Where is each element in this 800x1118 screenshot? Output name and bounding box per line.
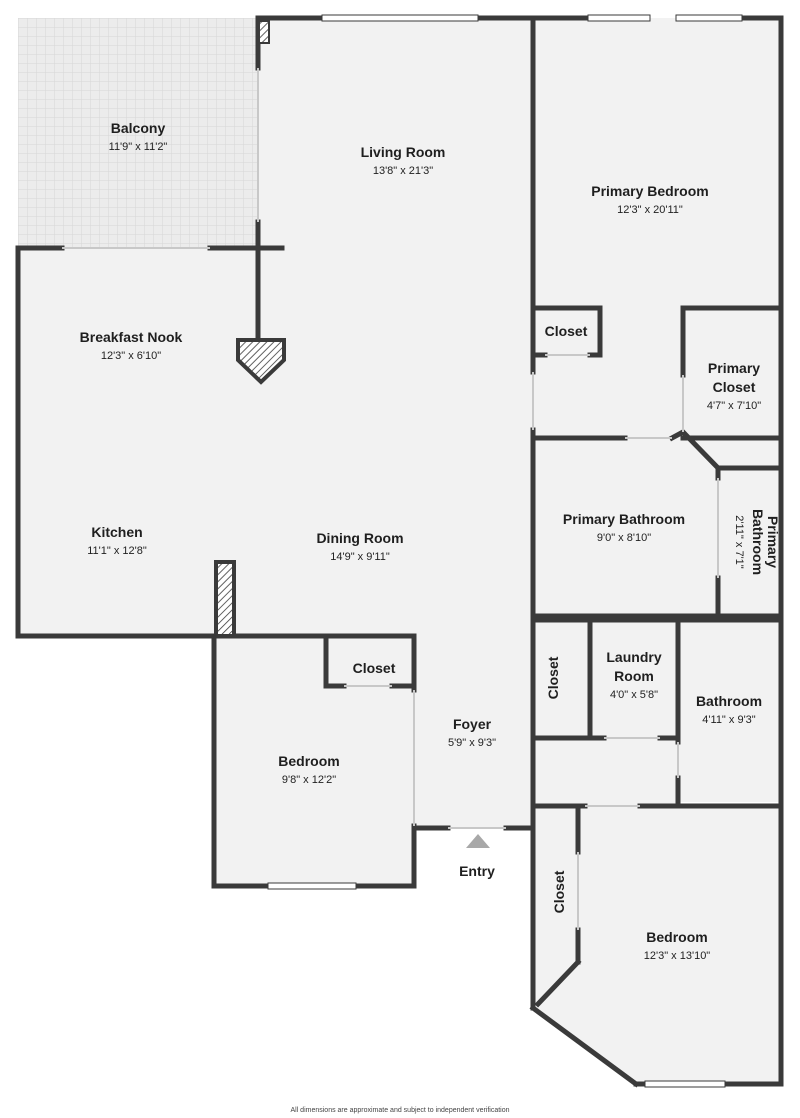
primary-closet-dims: 4'7" x 7'10" <box>707 400 761 412</box>
dining-room-dims: 14'9" x 9'11" <box>330 551 390 563</box>
primary-closet-name-1: Primary <box>708 360 760 376</box>
closet-laundry-side-name: Closet <box>545 656 561 699</box>
entry-arrow-icon <box>466 834 490 848</box>
primary-closet-name-2: Closet <box>713 379 756 395</box>
column-hatched <box>214 560 236 638</box>
door-openings <box>62 68 719 930</box>
living-room-name: Living Room <box>361 144 446 160</box>
primary-bathroom-dims: 9'0" x 8'10" <box>597 532 651 544</box>
laundry-room-name-2: Room <box>614 668 654 684</box>
corner-post <box>258 20 270 44</box>
kitchen-dims: 11'1" x 12'8" <box>87 545 147 557</box>
laundry-room-name-1: Laundry <box>606 649 661 665</box>
primary-bedroom-dims: 12'3" x 20'11" <box>617 204 683 216</box>
closet-bedroom-name: Closet <box>353 660 396 676</box>
breakfast-nook-dims: 12'3" x 6'10" <box>101 350 161 362</box>
floor-fills <box>18 18 781 1084</box>
foyer-dims: 5'9" x 9'3" <box>448 737 496 749</box>
balcony-name: Balcony <box>111 120 166 136</box>
balcony-dims: 11'9" x 11'2" <box>109 141 168 153</box>
laundry-room-dims: 4'0" x 5'8" <box>610 689 658 701</box>
kitchen-name: Kitchen <box>91 524 142 540</box>
footnote: All dimensions are approximate and subje… <box>290 1107 509 1114</box>
closet-bedroom-right-name: Closet <box>551 870 567 913</box>
walls <box>15 15 784 1088</box>
bedroom-right-name: Bedroom <box>646 929 707 945</box>
fireplace <box>236 338 286 385</box>
primary-bedroom-name: Primary Bedroom <box>591 183 708 199</box>
bedroom-left-dims: 9'8" x 12'2" <box>282 774 336 786</box>
room-labels: Balcony 11'9" x 11'2" Living Room 13'8" … <box>80 120 781 1114</box>
entry-label: Entry <box>459 863 495 879</box>
windows <box>267 14 743 1088</box>
bathroom-name: Bathroom <box>696 693 762 709</box>
primary-bathroom-name: Primary Bathroom <box>563 511 685 527</box>
primary-bathroom-2-dims: 2'11" x 7'1" <box>733 515 745 568</box>
balcony-floor <box>18 18 258 248</box>
bathroom-dims: 4'11" x 9'3" <box>702 714 755 726</box>
bedroom-left-name: Bedroom <box>278 753 339 769</box>
foyer-name: Foyer <box>453 716 492 732</box>
bedroom-right-dims: 12'3" x 13'10" <box>644 950 711 962</box>
primary-bathroom-2-name-2: Bathroom <box>750 509 766 575</box>
dining-room-name: Dining Room <box>316 530 403 546</box>
primary-bathroom-2-name-1: Primary <box>765 516 781 568</box>
living-room-dims: 13'8" x 21'3" <box>373 165 433 177</box>
closet-upper-name: Closet <box>545 323 588 339</box>
breakfast-nook-name: Breakfast Nook <box>80 329 183 345</box>
